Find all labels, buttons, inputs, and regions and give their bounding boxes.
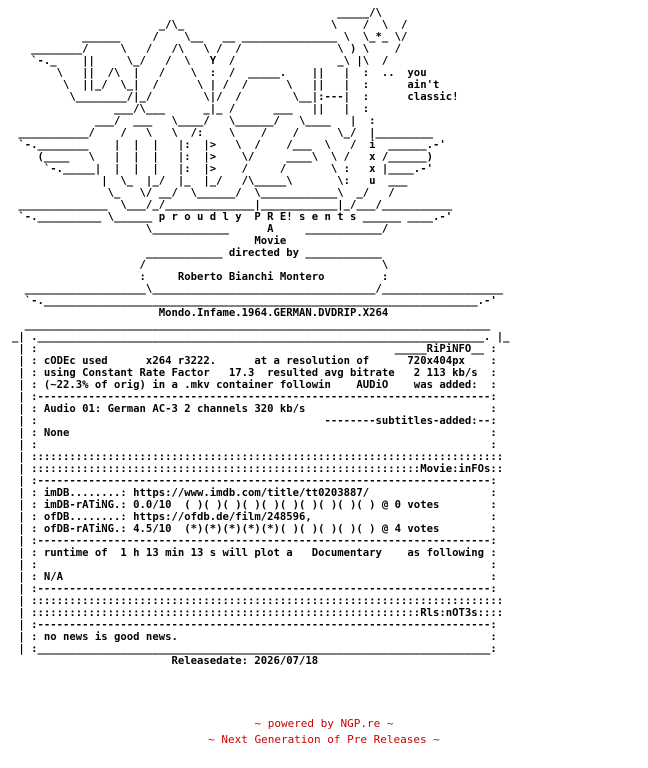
nfo-line: | ::::::::::::::::::::::::::::::::::::::… (12, 463, 504, 475)
nfo-line: | ::::::::::::::::::::::::::::::::::::::… (12, 607, 504, 619)
nfo-line: | ::::::::::::::::::::::::::::::::::::::… (12, 595, 504, 607)
nfo-line: `-._____| | | | |: |> / / \ : x |____.-' (12, 163, 433, 175)
nfo-line: (____ \ | | | |: |> \/ ____\ \ / x /____… (12, 151, 433, 163)
nfo-line: | :_____________________________________… (12, 643, 497, 655)
nfo-line: | : N/A : (12, 571, 497, 583)
nfo-line: : Roberto Bianchi Montero : (12, 271, 389, 283)
nfo-line: | :-------------------------------------… (12, 583, 497, 595)
nfo-line: ___________/ / \ \ /: \ / / \_/ |_______… (12, 127, 433, 139)
nfo-ascii-art: _____/\ _/\_ \ / \ / ______ / \__ __ ___… (12, 7, 509, 667)
nfo-line: | :-------------------------------------… (12, 535, 497, 547)
nfo-line: | : None : (12, 427, 497, 439)
nfo-line: ___/ ___ \____/ \______/ \____ | : (12, 115, 376, 127)
nfo-line: | :-------------------------------------… (12, 619, 497, 631)
nfo-line: ___/\___ _|_ / ___ || | : (12, 103, 370, 115)
nfo-line: _/\_ \ / \ / (12, 19, 408, 31)
nfo-line: Releasedate: 2026/07/18 (12, 655, 319, 667)
nfo-line: ______ / \__ __ _______________ \ \_*_ \… (12, 31, 408, 43)
tagline-text: ~ Next Generation of Pre Releases ~ (208, 733, 440, 746)
nfo-line: | : using Constant Rate Factor 17.3 resu… (12, 367, 497, 379)
nfo-line: ________________________________________… (12, 319, 491, 331)
nfo-line: | :-------------------------------------… (12, 391, 497, 403)
nfo-line: \________/|_/ \|/ / \__|:---| : classic! (12, 91, 459, 103)
nfo-line: `-.________ | | | |: |> \ / /___ \ / i _… (12, 139, 446, 151)
nfo-line: | : Audio 01: German AC-3 2 channels 320… (12, 403, 497, 415)
footer: ~ powered by NGP.re ~ ~ Next Generation … (0, 716, 648, 748)
nfo-line: ____________ directed by ____________ (12, 247, 382, 259)
nfo-line: Movie (12, 235, 287, 247)
powered-by-text: ~ powered by NGP.re ~ (254, 717, 394, 730)
nfo-line: \____________ A ____________/ (12, 223, 389, 235)
nfo-line: ___________________\____________________… (12, 283, 504, 295)
nfo-line: \ ||_/ \_| / \ | / / \ || | : ain't (12, 79, 440, 91)
nfo-line: ______________ \___/_/______________|___… (12, 199, 453, 211)
nfo-line: _| .____________________________________… (12, 331, 510, 343)
nfo-line: | : : (12, 439, 497, 451)
nfo-line: | : : (12, 559, 497, 571)
nfo-line: | : --------subtitles-added:--: (12, 415, 497, 427)
nfo-line: \ || /\ | / \ : / _____. || | : .. you (12, 67, 427, 79)
nfo-line: | : imDB-rATiNG.: 0.0/10 ( )( )( )( )( )… (12, 499, 497, 511)
nfo-line: | :-------------------------------------… (12, 475, 497, 487)
nfo-line: `-._____________________________________… (12, 295, 497, 307)
nfo-line: _____/\ (12, 7, 382, 19)
nfo-line: | \_ |_/ |_ |_/ /\_____\ \: u ___ (12, 175, 408, 187)
nfo-line: | : imDB........: https://www.imdb.com/t… (12, 487, 497, 499)
nfo-line: ________/ \ / /\ \ / / \ ) \ / (12, 43, 402, 55)
nfo-line: \_ \/ __/ \______/ \____________\ _/ / (12, 187, 395, 199)
nfo-line: | : no news is good news. : (12, 631, 497, 643)
nfo-line: | : ofDB........: https://ofdb.de/film/2… (12, 511, 497, 523)
nfo-line: | : cODEc used x264 r3222. at a resoluti… (12, 355, 497, 367)
nfo-line: | : _____RiPiNFO__ : (12, 343, 497, 355)
nfo-line: `-.__________ \______ p r o u d l y P R … (12, 211, 453, 223)
nfo-line: / \ (12, 259, 389, 271)
nfo-line: | ::::::::::::::::::::::::::::::::::::::… (12, 451, 504, 463)
nfo-line: | : ofDB-rATiNG.: 4.5/10 (*)(*)(*)(*)(*)… (12, 523, 497, 535)
nfo-line: `-._ || \_/ / \ Y / _\ |\ / (12, 55, 389, 67)
nfo-line: Mondo.Infame.1964.GERMAN.DVDRIP.X264 (12, 307, 389, 319)
nfo-line: | : runtime of 1 h 13 min 13 s will plot… (12, 547, 497, 559)
nfo-line: | : (~22.3% of orig) in a .mkv container… (12, 379, 497, 391)
